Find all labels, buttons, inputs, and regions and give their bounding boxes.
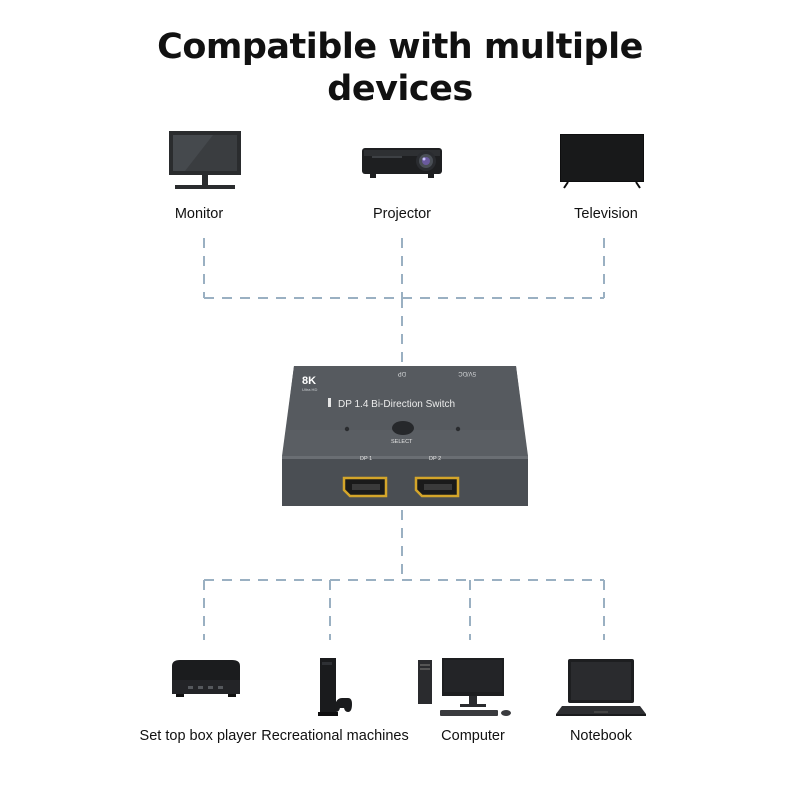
- select-button-label: SELECT: [391, 439, 413, 445]
- switch-badge-sub: Ultra HD: [302, 387, 317, 392]
- desktop-computer-icon: [418, 658, 511, 716]
- game-console-label: Recreational machines: [261, 728, 409, 744]
- television-icon: [560, 134, 644, 189]
- computer-label: Computer: [441, 728, 505, 744]
- monitor-icon: [169, 131, 241, 189]
- port1-label: DP 1: [360, 456, 372, 462]
- laptop-icon: [556, 659, 646, 716]
- dp2-port: [414, 476, 460, 498]
- port2-label: DP 2: [429, 456, 441, 462]
- projector-icon: [362, 148, 442, 178]
- dp-switch-device: 8K Ultra HD DP 5V/DC DP 1.4 Bi-Direction…: [282, 366, 528, 506]
- led-indicator-1: [344, 426, 350, 432]
- led-indicator-2: [455, 426, 461, 432]
- switch-product-name: DP 1.4 Bi-Direction Switch: [338, 399, 455, 410]
- set-top-box-label: Set top box player: [139, 728, 257, 744]
- page-title: Compatible with multiple devices: [0, 26, 800, 110]
- projector-label: Projector: [372, 206, 432, 222]
- select-button[interactable]: [392, 421, 414, 435]
- dp-logo-icon: [328, 398, 331, 407]
- dp1-port: [342, 476, 388, 498]
- title-line-1: Compatible with multiple: [157, 27, 643, 67]
- set-top-box-icon: [172, 660, 240, 697]
- switch-top-label-dp: DP: [398, 370, 406, 376]
- game-console-icon: [318, 658, 352, 716]
- title-line-2: devices: [327, 69, 473, 109]
- monitor-label: Monitor: [174, 206, 224, 222]
- notebook-label: Notebook: [569, 728, 633, 744]
- television-label: Television: [574, 206, 638, 222]
- switch-badge: 8K: [302, 375, 316, 387]
- switch-top-label-power: 5V/DC: [458, 370, 476, 376]
